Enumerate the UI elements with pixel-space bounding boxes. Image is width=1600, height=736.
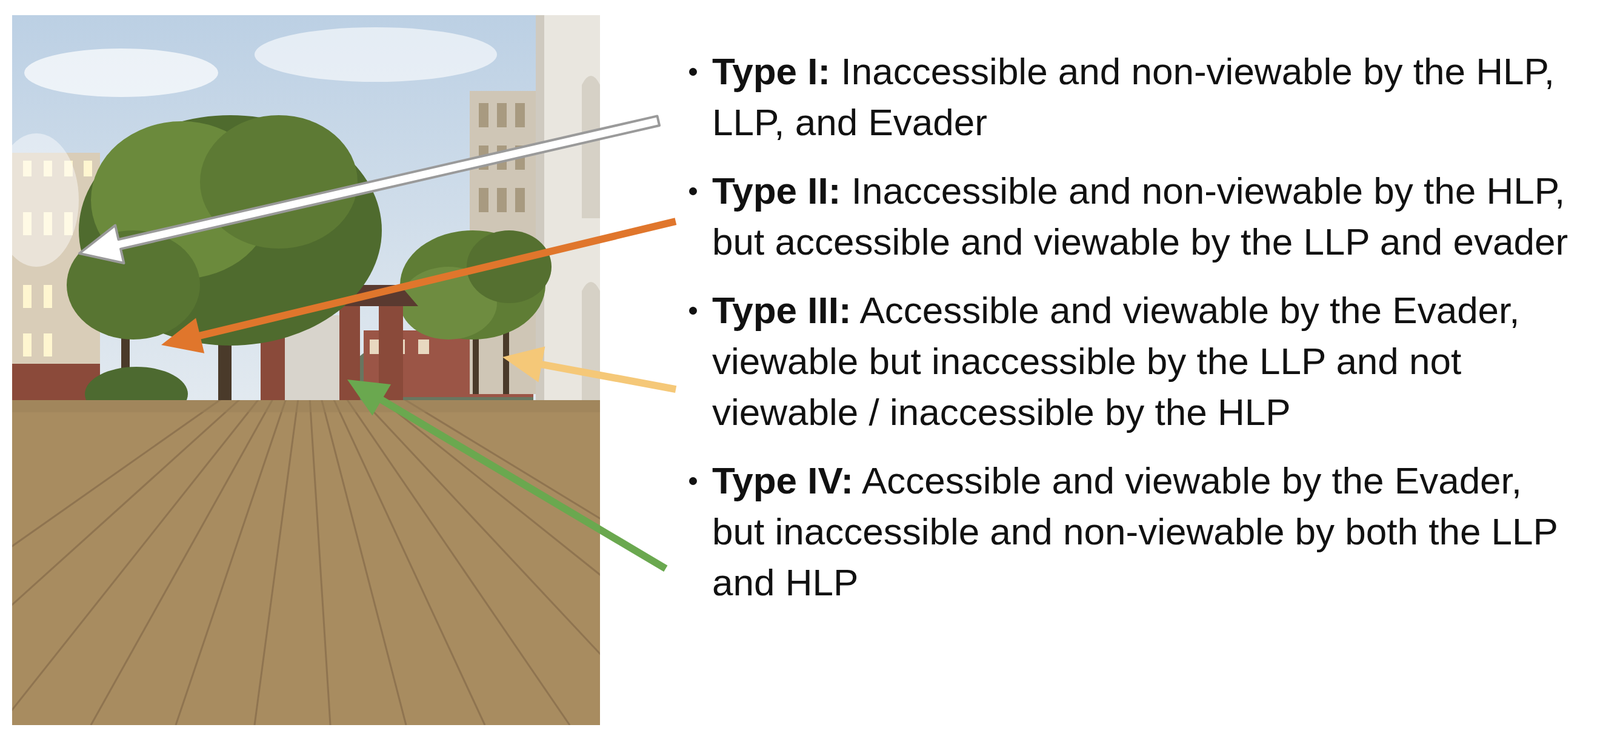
bullet-dot — [689, 306, 697, 315]
type-heading: Type III: — [712, 289, 852, 331]
type-heading: Type IV: — [712, 459, 854, 502]
type-heading: Type I: — [712, 50, 831, 93]
yellow-arrow — [499, 339, 680, 408]
bullet-dot — [689, 187, 697, 196]
type-description: Inaccessible and non-viewable by the HLP… — [712, 169, 1568, 263]
bullet-item: Type IV: Accessible and viewable by the … — [712, 455, 1582, 608]
type-list: Type I: Inaccessible and non-viewable by… — [712, 46, 1582, 626]
bullet-dot — [689, 476, 697, 485]
green-arrow — [338, 363, 676, 585]
bullet-item: Type I: Inaccessible and non-viewable by… — [712, 46, 1582, 148]
bullet-item: Type II: Inaccessible and non-viewable b… — [712, 165, 1582, 268]
bullet-dot — [689, 67, 697, 76]
orange-arrow — [156, 203, 680, 363]
type-heading: Type II: — [712, 169, 841, 212]
type-description: Inaccessible and non-viewable by the HLP… — [712, 50, 1555, 144]
bullet-item: Type III: Accessible and viewable by the… — [712, 284, 1582, 438]
